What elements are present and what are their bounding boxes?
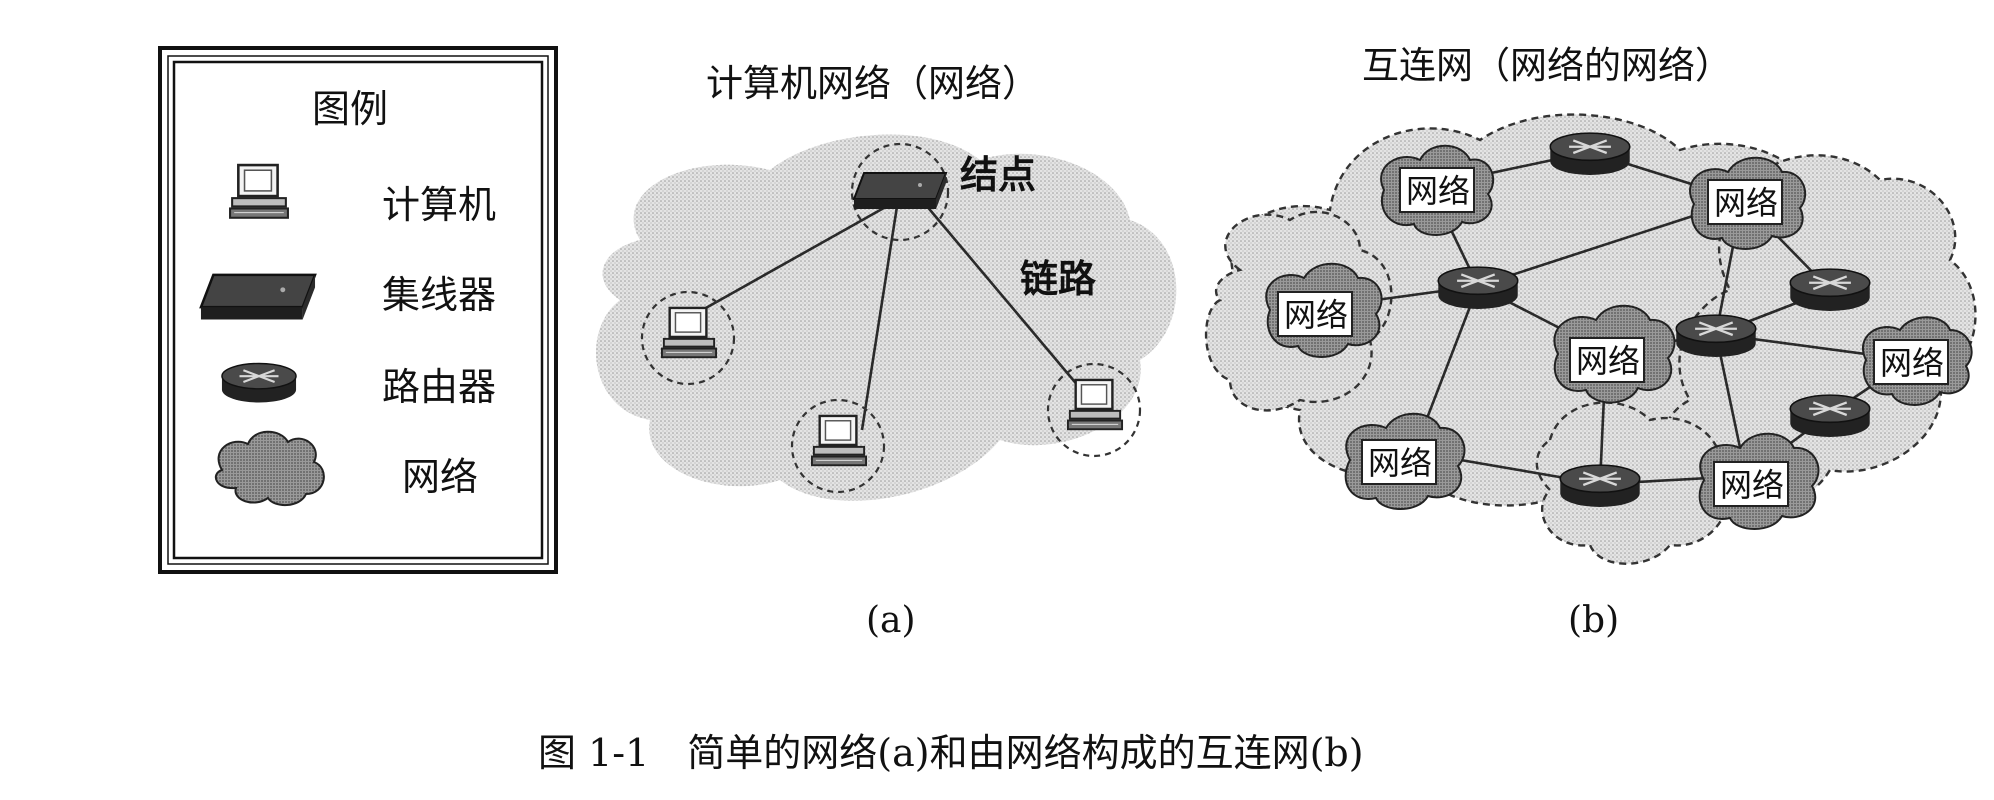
network-cloud-icon [214,430,325,506]
node-highlight-pc-left [640,290,736,386]
internet-network-labels: 网络 网络 网络 网络 网络 网络 网络 [1277,167,1949,507]
network-label: 网络 [1714,184,1778,222]
node-highlight-pc-bottom [790,398,886,494]
panel-b-title: 互连网（网络的网络） [1362,44,1732,87]
legend-title: 图例 [312,87,388,131]
legend-label-hub: 集线器 [382,273,496,317]
hub-icon [852,171,948,211]
network-label: 网络 [1880,344,1944,382]
panel-a-network-cloud [596,134,1177,501]
router-icon [1549,131,1631,176]
panel-a-caption: (a) [866,600,916,641]
router-icon [1789,393,1871,438]
hub-icon [199,273,317,321]
legend-box: 图例 计算机 集线器 路由器 网络 [158,46,558,574]
router-icon [1675,313,1757,358]
network-label: 网络 [1576,342,1640,380]
node-highlight-hub [850,142,950,242]
panel-b: 互连网（网络的网络） [1204,44,1977,641]
router-icon [220,362,298,404]
network-label: 网络 [1368,444,1432,482]
router-icon [1559,463,1641,508]
legend-label-network: 网络 [402,455,478,499]
panel-a-title: 计算机网络（网络） [706,62,1039,105]
node-highlight-pc-right [1046,362,1142,458]
panel-a: 计算机网络（网络） 结点 链路 (a) [596,62,1177,641]
link-label: 链路 [1020,256,1097,301]
panel-b-caption: (b) [1568,600,1619,641]
node-label: 结点 [960,152,1036,197]
router-icon [1789,267,1871,312]
network-label: 网络 [1284,296,1348,334]
panel-a-links [687,197,1091,431]
legend-label-router: 路由器 [382,365,496,409]
figure-caption: 图 1-1 简单的网络(a)和由网络构成的互连网(b) [538,731,1364,775]
legend-label-computer: 计算机 [382,183,496,227]
network-label: 网络 [1720,466,1784,504]
router-icon [1437,265,1519,310]
network-label: 网络 [1406,172,1470,210]
